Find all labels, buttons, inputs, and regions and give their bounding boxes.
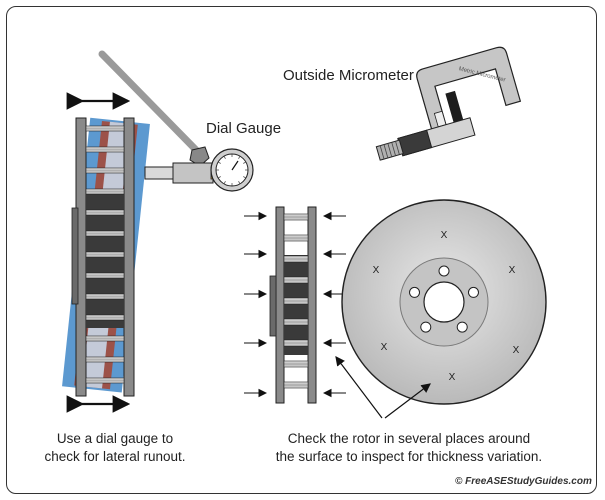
- dial-tick: [223, 181, 226, 184]
- rotor-vane: [85, 314, 125, 321]
- lug-hole: [456, 321, 468, 333]
- runout-rotor-vanes: [85, 125, 125, 384]
- credit-text: © FreeASEStudyGuides.com: [455, 476, 592, 487]
- rotor-vane: [85, 293, 125, 300]
- lug-hole: [467, 286, 479, 298]
- outside-micrometer: [375, 46, 522, 161]
- thickness-rotor-vanes: [283, 213, 309, 389]
- rotor-check-mark: X: [381, 342, 388, 353]
- rotor-check-mark: X: [373, 265, 380, 276]
- knurl-line: [379, 145, 385, 160]
- thickness-rotor: [269, 206, 317, 404]
- rotor-vane: [283, 381, 309, 389]
- rotor-vane: [283, 318, 309, 326]
- dial-tick: [218, 176, 221, 179]
- knurl-line: [391, 142, 396, 156]
- rotor-check-mark: X: [441, 230, 448, 241]
- dial-tick: [238, 156, 241, 159]
- caption-thickness: Check the rotor in several places around…: [244, 430, 574, 466]
- lug-hole: [409, 286, 421, 298]
- caption-thickness-line-2: the surface to inspect for thickness var…: [275, 449, 543, 464]
- dial-tick: [223, 156, 226, 159]
- rotor-vane: [283, 255, 309, 263]
- rotor-vane: [85, 272, 125, 279]
- rotor-vane: [85, 251, 125, 258]
- dial-tick: [238, 181, 241, 184]
- rotor-vane: [85, 146, 125, 153]
- rotor-vane: [85, 230, 125, 237]
- rotor-face: [341, 199, 547, 405]
- rotor-check-mark: X: [513, 345, 520, 356]
- lug-hole: [438, 265, 450, 277]
- knurl-line: [383, 144, 389, 159]
- rotor-vane: [283, 234, 309, 242]
- rotor-vane: [85, 356, 125, 363]
- rotor-vane: [283, 213, 309, 221]
- rotor-check-marks: X X X X X X: [373, 230, 520, 383]
- rotor-vane: [85, 209, 125, 216]
- dial-tick: [218, 161, 221, 164]
- rotor-vane: [85, 335, 125, 342]
- pointer-arrow-rotor-edge: [335, 356, 383, 419]
- rotor-vane: [85, 125, 125, 132]
- thickness-measure-arrows: [244, 211, 346, 398]
- rotor-vane: [85, 377, 125, 384]
- knurl-line: [395, 141, 400, 155]
- lug-holes: [409, 265, 479, 333]
- rotor-check-mark: X: [449, 372, 456, 383]
- rotor-vane: [283, 339, 309, 347]
- pointer-arrow-rotor-face: [384, 383, 431, 419]
- rotor-vane: [85, 188, 125, 195]
- dial-gauge-label: Dial Gauge: [206, 120, 282, 137]
- caption-runout-line-1: Use a dial gauge to: [56, 431, 174, 446]
- dial-tick: [243, 176, 246, 179]
- dial-tick: [243, 161, 246, 164]
- rotor-vane: [283, 276, 309, 284]
- outside-micrometer-label: Outside Micrometer: [283, 67, 414, 84]
- knurl-line: [387, 143, 393, 157]
- dial-gauge: [98, 50, 254, 192]
- caption-runout: Use a dial gauge to check for lateral ru…: [30, 430, 200, 466]
- rotor-vane: [283, 360, 309, 368]
- caption-runout-line-2: check for lateral runout.: [44, 449, 186, 464]
- rotor-check-mark: X: [509, 265, 516, 276]
- caption-thickness-line-1: Check the rotor in several places around: [287, 431, 531, 446]
- lug-hole: [420, 321, 432, 333]
- rotor-vane: [283, 297, 309, 305]
- rotor-vane: [85, 167, 125, 174]
